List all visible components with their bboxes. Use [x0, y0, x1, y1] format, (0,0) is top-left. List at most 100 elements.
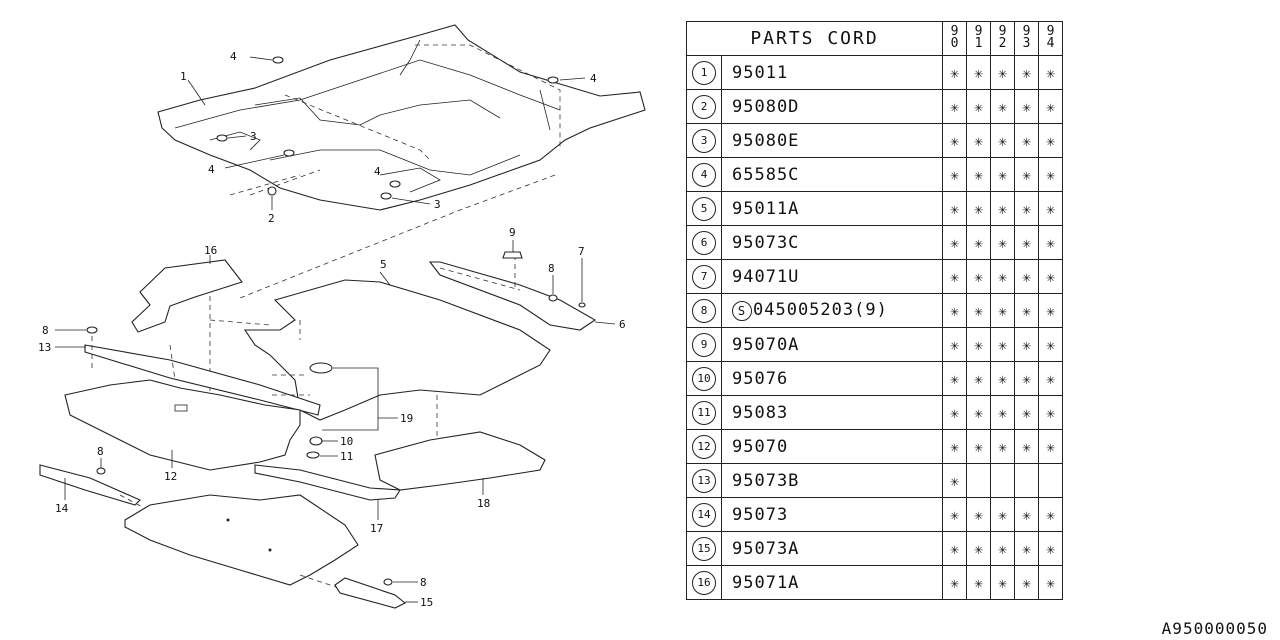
year-applicability-mark: ✳ — [990, 361, 1015, 396]
year-applicability-mark: ✳ — [1014, 89, 1039, 124]
clip-3-a-icon — [216, 134, 247, 142]
clip-4-d-icon — [389, 180, 401, 188]
year-applicability-mark — [990, 463, 1015, 498]
strip-15 — [334, 577, 407, 609]
year-applicability-mark: ✳ — [1038, 293, 1063, 328]
ref-number-cell: 14 — [686, 497, 722, 532]
ref-number: 15 — [692, 536, 716, 561]
ref-number: 7 — [692, 264, 716, 289]
ref-number: 11 — [692, 400, 716, 425]
year-applicability-mark: ✳ — [1014, 55, 1039, 90]
part-code: 95076 — [732, 368, 789, 389]
year-applicability-mark: ✳ — [942, 497, 967, 532]
year-applicability-mark: ✳ — [1038, 157, 1063, 192]
year-applicability-mark: ✳ — [966, 565, 991, 600]
ref-number-cell: 9 — [686, 327, 722, 362]
part-code-cell: 95070 — [721, 429, 943, 464]
callout-4-c: 4 — [208, 163, 215, 176]
year-applicability-mark: ✳ — [942, 89, 967, 124]
year-applicability-mark: ✳ — [966, 429, 991, 464]
year-applicability-mark: ✳ — [942, 259, 967, 294]
year-applicability-mark: ✳ — [1038, 429, 1063, 464]
ref-number-cell: 5 — [686, 191, 722, 226]
ref-number-cell: 1 — [686, 55, 722, 90]
callout-12: 12 — [164, 470, 177, 483]
ref-number-cell: 4 — [686, 157, 722, 192]
part-code-cell: 95080E — [721, 123, 943, 158]
part-code: 95080E — [732, 130, 800, 151]
callout-10: 10 — [340, 435, 353, 448]
ref-number: 4 — [692, 162, 716, 187]
year-applicability-mark: ✳ — [942, 361, 967, 396]
ref-number-cell: 13 — [686, 463, 722, 498]
year-applicability-mark: ✳ — [1014, 531, 1039, 566]
mat-18 — [374, 431, 546, 491]
year-applicability-mark: ✳ — [942, 395, 967, 430]
part-code-cell: 95076 — [721, 361, 943, 396]
table-title: PARTS CORD — [686, 21, 943, 56]
part-code-cell: 95070A — [721, 327, 943, 362]
callout-4-d: 4 — [374, 165, 381, 178]
screw-8-a-icon — [55, 326, 98, 334]
callout-3-b: 3 — [434, 198, 441, 211]
callout-9: 9 — [509, 226, 516, 239]
year-applicability-mark: ✳ — [1038, 327, 1063, 362]
screw-8-c-icon — [548, 275, 558, 302]
callout-16: 16 — [204, 244, 217, 257]
callout-2: 2 — [268, 212, 275, 225]
ref-number-cell: 10 — [686, 361, 722, 396]
callout-3-a: 3 — [250, 130, 257, 143]
year-applicability-mark: ✳ — [1038, 55, 1063, 90]
callout-8-a: 8 — [42, 324, 49, 337]
callout-8-b: 8 — [97, 445, 104, 458]
clip-9-icon — [502, 251, 523, 259]
ref-number: 13 — [692, 468, 716, 493]
part-code-cell: 95011A — [721, 191, 943, 226]
year-applicability-mark: ✳ — [966, 157, 991, 192]
ref-number: 8 — [692, 298, 716, 323]
ref-number: 6 — [692, 230, 716, 255]
clip-3-b-icon — [380, 192, 431, 205]
year-applicability-mark: ✳ — [966, 497, 991, 532]
year-applicability-mark: ✳ — [1014, 157, 1039, 192]
clip-10-icon — [309, 436, 338, 446]
part-code: 95011 — [732, 62, 789, 83]
part-code-cell: 94071U — [721, 259, 943, 294]
year-applicability-mark: ✳ — [990, 429, 1015, 464]
part-code: 95080D — [732, 96, 800, 117]
year-applicability-mark: ✳ — [1038, 361, 1063, 396]
ref-number-cell: 7 — [686, 259, 722, 294]
ref-number-cell: 8 — [686, 293, 722, 328]
year-applicability-mark: ✳ — [1014, 395, 1039, 430]
part-code: 94071U — [732, 266, 800, 287]
year-applicability-mark: ✳ — [942, 327, 967, 362]
year-applicability-mark: ✳ — [966, 531, 991, 566]
year-applicability-mark: ✳ — [1038, 259, 1063, 294]
year-applicability-mark: ✳ — [942, 531, 967, 566]
part-code-cell: 65585C — [721, 157, 943, 192]
year-applicability-mark: ✳ — [966, 123, 991, 158]
year-applicability-mark: ✳ — [942, 463, 967, 498]
year-applicability-mark — [1014, 463, 1039, 498]
year-applicability-mark: ✳ — [990, 225, 1015, 260]
ref-number: 1 — [692, 60, 716, 85]
year-applicability-mark: ✳ — [990, 497, 1015, 532]
clip-4-a-icon — [249, 56, 284, 64]
year-applicability-mark: ✳ — [942, 429, 967, 464]
callout-1: 1 — [180, 70, 187, 83]
callout-18: 18 — [477, 497, 490, 510]
part-code-cell: 95083 — [721, 395, 943, 430]
part-code-cell: 95011 — [721, 55, 943, 90]
mat-16 — [131, 259, 243, 333]
